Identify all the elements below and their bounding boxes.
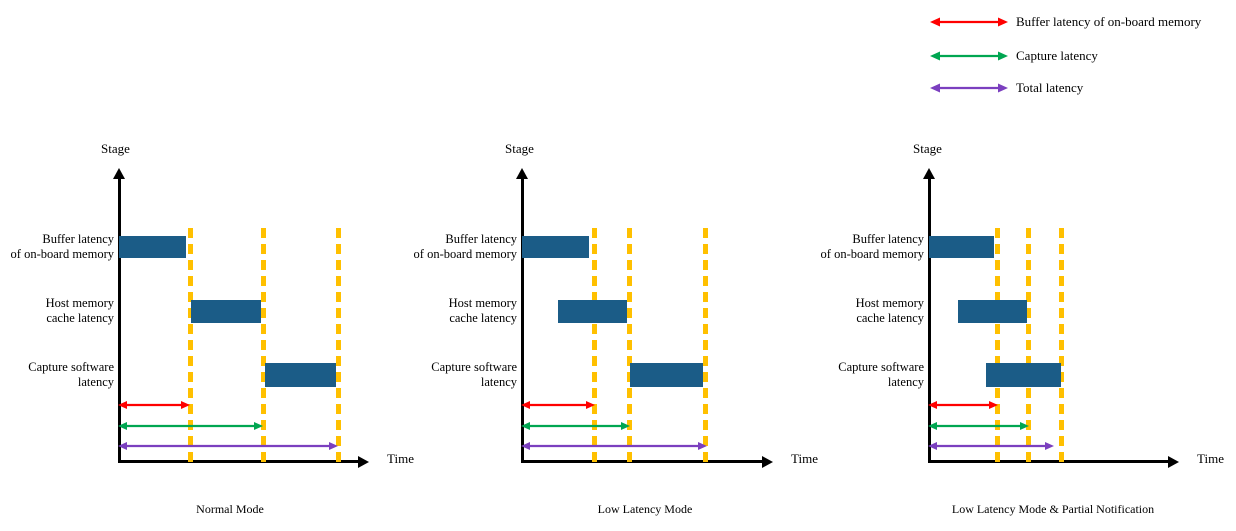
stage-row-label-line1: Buffer latency [852, 232, 924, 246]
legend-item-buffer-latency: Buffer latency of on-board memory [930, 10, 1201, 32]
stage-row-label-line2: latency [480, 375, 517, 389]
stage-row-label-line1: Capture software [28, 360, 114, 374]
stage-row-label-line2: of on-board memory [820, 247, 924, 261]
measure-arrow-capture-latency [928, 419, 1029, 431]
stage-row-label-line2: cache latency [856, 311, 924, 325]
y-axis-line [521, 178, 524, 463]
panel-caption: Normal Mode [196, 502, 264, 516]
stage-row-label-capture-software: Capture software latency [0, 360, 114, 390]
stage-row-label-line2: of on-board memory [10, 247, 114, 261]
stage-row-label-line2: latency [887, 375, 924, 389]
y-axis-label: Stage [101, 141, 130, 156]
measure-arrow-capture-latency [521, 419, 630, 431]
x-axis-line [118, 460, 360, 463]
stage-row-label-line1: Buffer latency [445, 232, 517, 246]
x-axis-label: Time [1197, 451, 1224, 466]
measure-arrow-buffer-latency [928, 398, 998, 410]
bar-capture-software-latency [630, 363, 703, 387]
x-axis-line [928, 460, 1170, 463]
bar-capture-software-latency [265, 363, 336, 387]
measure-arrow-total-latency [521, 439, 707, 451]
stage-row-label-line2: cache latency [46, 311, 114, 325]
double-arrow-icon [930, 15, 1008, 27]
bar-capture-software-latency [986, 363, 1061, 387]
x-axis-arrowhead-icon [762, 456, 773, 468]
stage-row-label-line1: Capture software [838, 360, 924, 374]
legend-item-label: Buffer latency of on-board memory [1016, 13, 1202, 29]
y-axis-arrowhead-icon [113, 168, 125, 179]
legend-item-total-latency: Total latency [930, 76, 1083, 98]
y-axis-label: Stage [913, 141, 942, 156]
stage-row-label-line2: cache latency [449, 311, 517, 325]
y-axis-line [928, 178, 931, 463]
stage-row-label-line1: Host memory [448, 296, 517, 310]
panel-caption: Low Latency Mode [597, 502, 693, 516]
time-marker-line [592, 228, 597, 462]
legend-item-label: Capture latency [1016, 47, 1098, 63]
bar-buffer-latency [119, 236, 186, 258]
chart-panel-low-latency-mode: Stage Time Buffer latency of on-board me… [403, 141, 818, 516]
time-marker-line [627, 228, 632, 462]
bar-host-memory-cache-latency [558, 300, 627, 323]
stage-row-label-host-memory: Host memory cache latency [0, 296, 114, 326]
bar-buffer-latency [522, 236, 589, 258]
bar-host-memory-cache-latency [958, 300, 1027, 323]
stage-row-label-host-memory: Host memory cache latency [403, 296, 517, 326]
bar-host-memory-cache-latency [191, 300, 261, 323]
time-marker-line [1026, 228, 1031, 462]
bar-buffer-latency [929, 236, 994, 258]
measure-arrow-buffer-latency [521, 398, 595, 410]
stage-row-label-buffer-latency: Buffer latency of on-board memory [403, 232, 517, 262]
stage-row-label-line1: Host memory [45, 296, 114, 310]
measure-arrow-buffer-latency [118, 398, 190, 410]
y-axis-line [118, 178, 121, 463]
time-marker-line [703, 228, 708, 462]
stage-row-label-line1: Buffer latency [42, 232, 114, 246]
measure-arrow-capture-latency [118, 419, 263, 431]
time-marker-line [188, 228, 193, 462]
stage-row-label-capture-software: Capture software latency [403, 360, 517, 390]
chart-panel-normal-mode: Stage Time Buffer latency of on-board me… [0, 0, 415, 531]
double-arrow-icon [930, 81, 1008, 93]
stage-row-label-line1: Capture software [431, 360, 517, 374]
time-marker-line [995, 228, 1000, 462]
y-axis-arrowhead-icon [923, 168, 935, 179]
measure-arrow-total-latency [118, 439, 338, 451]
stage-row-label-host-memory: Host memory cache latency [810, 296, 924, 326]
time-marker-line [1059, 228, 1064, 462]
x-axis-arrowhead-icon [1168, 456, 1179, 468]
stage-row-label-line2: latency [77, 375, 114, 389]
double-arrow-icon [930, 49, 1008, 61]
y-axis-arrowhead-icon [516, 168, 528, 179]
time-marker-line [261, 228, 266, 462]
panel-caption: Low Latency Mode & Partial Notification [951, 502, 1155, 516]
measure-arrow-total-latency [928, 439, 1054, 451]
stage-row-label-line2: of on-board memory [413, 247, 517, 261]
stage-row-label-buffer-latency: Buffer latency of on-board memory [810, 232, 924, 262]
stage-row-label-capture-software: Capture software latency [810, 360, 924, 390]
x-axis-label: Time [791, 451, 818, 466]
stage-row-label-buffer-latency: Buffer latency of on-board memory [0, 232, 114, 262]
y-axis-label: Stage [505, 141, 534, 156]
legend-item-capture-latency: Capture latency [930, 44, 1098, 66]
x-axis-arrowhead-icon [358, 456, 369, 468]
legend-item-label: Total latency [1016, 79, 1084, 95]
x-axis-label: Time [387, 451, 414, 466]
stage-row-label-line1: Host memory [855, 296, 924, 310]
x-axis-line [521, 460, 764, 463]
time-marker-line [336, 228, 341, 462]
